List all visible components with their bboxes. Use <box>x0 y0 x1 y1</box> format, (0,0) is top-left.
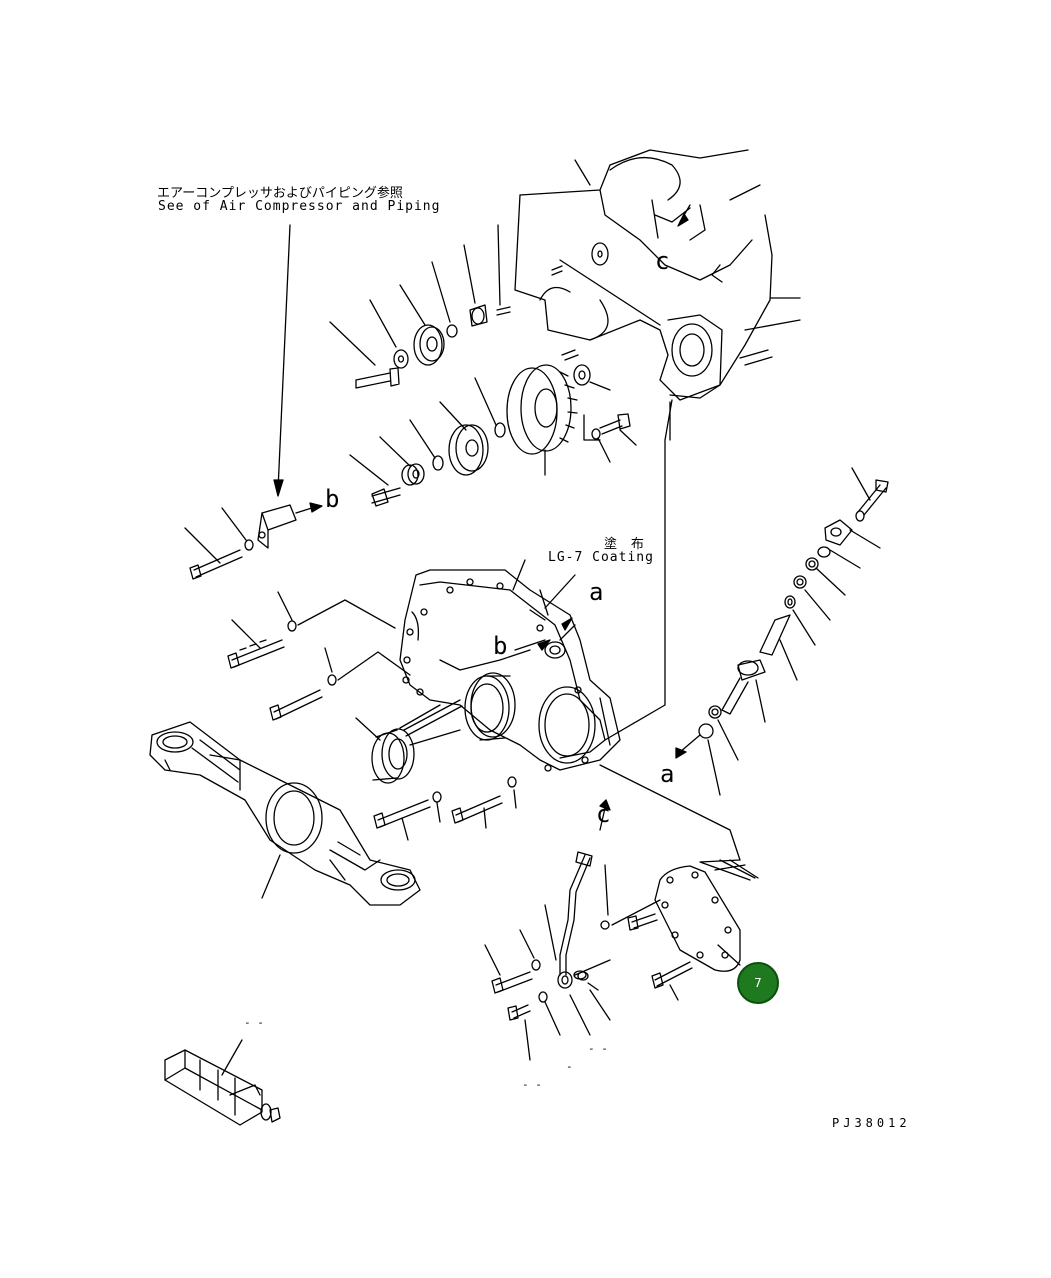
front-gear-case-cover <box>399 399 756 881</box>
reference-letter-c-upper: c <box>655 247 670 275</box>
special-tool <box>164 1039 281 1126</box>
sensor-stack-assembly <box>675 467 889 796</box>
reference-letter-b-upper: b <box>325 485 340 513</box>
reference-letter-a-upper: a <box>589 578 604 606</box>
dash-mark: - - <box>588 1042 608 1055</box>
dash-mark: - <box>566 1060 573 1073</box>
air-compressor-note-en: See of Air Compressor and Piping <box>158 199 441 214</box>
reference-arrow-c-upper <box>677 204 691 227</box>
drawing-number: PJ38012 <box>832 1116 911 1130</box>
coating-note-en: LG-7 Coating <box>548 550 654 565</box>
air-compressor-note-jp: エアーコンプレッサおよびパイピング参照 <box>157 186 403 201</box>
dash-mark: - - <box>244 1016 264 1029</box>
idler-gear-assembly-upper <box>329 224 661 389</box>
idler-gear-assembly-lower <box>349 349 637 507</box>
coating-note-jp: 塗 布 <box>604 537 647 552</box>
reference-letter-a-lower: a <box>660 760 675 788</box>
support-bracket-arm <box>149 721 421 906</box>
case-studs-and-bolts <box>227 591 517 841</box>
air-compressor-bracket <box>184 224 323 580</box>
engine-block-outline <box>514 149 801 401</box>
oil-tube-and-cover-plate <box>484 799 759 1061</box>
reference-letter-c-lower: c <box>596 800 611 828</box>
part-callout-7[interactable]: 7 <box>737 962 779 1004</box>
front-oil-seal <box>355 704 461 784</box>
reference-letter-b-lower: b <box>493 632 508 660</box>
dash-mark: - - <box>522 1078 542 1091</box>
